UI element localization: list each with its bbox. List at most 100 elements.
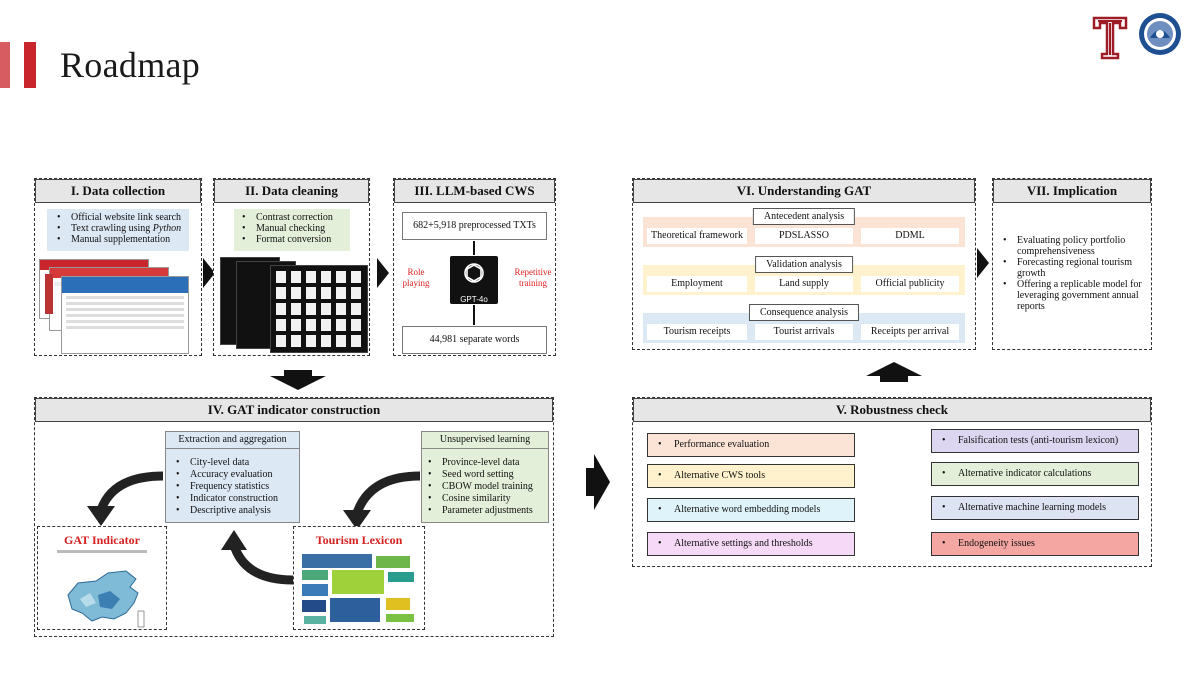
validation-label: Validation analysis <box>755 256 853 273</box>
panel-title-data-collection: I. Data collection <box>35 179 201 203</box>
antecedent-item: Theoretical framework <box>647 228 747 244</box>
curved-arrows <box>87 471 421 585</box>
python-label: Python <box>152 223 182 234</box>
file-icon <box>321 335 331 347</box>
implication-item: Evaluating policy portfolio comprehensiv… <box>997 235 1149 257</box>
file-icon <box>291 271 301 283</box>
role-playing-label: Role playing <box>402 267 430 288</box>
up-arrow-icon <box>866 362 922 387</box>
word-cloud-image <box>302 554 414 624</box>
robustness-label: Alternative settings and thresholds <box>674 538 813 549</box>
data-cleaning-steps: Contrast correction Manual checking Form… <box>234 209 350 251</box>
down-arrow-2 <box>473 305 475 325</box>
robustness-item-left: •Performance evaluation <box>647 433 855 457</box>
file-icon <box>291 287 301 299</box>
separate-words-box: 44,981 separate words <box>402 326 547 354</box>
curved-arrow-to-indicator-head <box>87 506 115 526</box>
file-icon <box>291 335 301 347</box>
robustness-item-right: •Alternative machine learning models <box>931 496 1139 520</box>
antecedent-item: DDML <box>861 228 959 244</box>
file-icon <box>306 287 316 299</box>
step-link-search: Official website link search <box>51 212 185 223</box>
robustness-item-right: •Alternative indicator calculations <box>931 462 1139 486</box>
panel-title-gat-construction: IV. GAT indicator construction <box>35 398 553 422</box>
file-icon <box>306 271 316 283</box>
tourism-lexicon-panel: Tourism Lexicon <box>293 526 425 630</box>
file-icon <box>336 319 346 331</box>
panel-robustness: V. Robustness check •Performance evaluat… <box>632 397 1152 567</box>
panel-llm-cws: III. LLM-based CWS 682+5,918 preprocesse… <box>393 178 556 356</box>
title-accent-bar-left <box>0 42 10 88</box>
tourism-lexicon-title: Tourism Lexicon <box>315 533 403 547</box>
curved-arrow-to-extraction <box>230 546 294 585</box>
robustness-item-right: •Falsification tests (anti-tourism lexic… <box>931 429 1139 453</box>
robustness-label: Falsification tests (anti-tourism lexico… <box>958 435 1119 446</box>
file-icon <box>336 271 346 283</box>
unsupervised-title: Unsupervised learning <box>422 432 548 449</box>
extraction-item: Accuracy evaluation <box>170 469 299 481</box>
file-icon <box>351 303 361 315</box>
panel-understanding-gat: VI. Understanding GAT Antecedent analysi… <box>632 178 976 350</box>
implication-item: Offering a replicable model for leveragi… <box>997 279 1149 312</box>
curved-arrow-to-lexicon-head <box>343 510 371 530</box>
robustness-item-left: •Alternative CWS tools <box>647 464 855 488</box>
panel-data-cleaning: II. Data cleaning Contrast correction Ma… <box>213 178 370 356</box>
data-collection-steps: Official website link search Text crawli… <box>47 209 189 251</box>
openai-gpt4o-icon: GPT-4o <box>450 256 498 304</box>
file-icon <box>351 271 361 283</box>
down-arrow-1 <box>473 241 475 255</box>
file-icon <box>276 287 286 299</box>
extraction-title: Extraction and aggregation <box>166 432 299 449</box>
robustness-item-right: •Endogeneity issues <box>931 532 1139 556</box>
unsupervised-learning-box: Unsupervised learning Province-level dat… <box>421 431 549 523</box>
file-icon <box>276 335 286 347</box>
validation-band: Validation analysis Employment Land supp… <box>643 256 965 295</box>
curved-arrow-to-lexicon <box>352 471 421 515</box>
temple-t-logo <box>1090 14 1130 60</box>
step-text-crawling-label: Text crawling using <box>71 223 153 234</box>
model-label: GPT-4o <box>460 295 488 304</box>
panel-gat-construction: IV. GAT indicator construction Extractio… <box>34 397 554 637</box>
file-icon <box>276 303 286 315</box>
file-icon <box>351 335 361 347</box>
file-icon <box>306 303 316 315</box>
panel-data-collection: I. Data collection Official website link… <box>34 178 202 356</box>
panel-title-understanding: VI. Understanding GAT <box>633 179 975 203</box>
step-manual-supplement: Manual supplementation <box>51 234 185 245</box>
antecedent-item: PDSLASSO <box>755 228 853 244</box>
file-icon <box>321 287 331 299</box>
red-tower-image <box>45 274 53 314</box>
consequence-item: Tourism receipts <box>647 324 747 340</box>
file-icon <box>276 271 286 283</box>
consequence-label: Consequence analysis <box>748 304 860 321</box>
right-arrow-icon <box>586 454 610 515</box>
validation-item: Land supply <box>755 276 853 292</box>
consequence-band: Consequence analysis Tourism receipts To… <box>643 304 965 343</box>
step-format-conversion: Format conversion <box>236 234 348 245</box>
file-icon <box>336 287 346 299</box>
consequence-item: Tourist arrivals <box>755 324 853 340</box>
implication-item: Forecasting regional tourism growth <box>997 257 1149 279</box>
arrow-right-icon <box>377 258 389 288</box>
extraction-aggregation-box: Extraction and aggregation City-level da… <box>165 431 300 523</box>
extraction-item: City-level data <box>170 457 299 469</box>
robustness-label: Alternative CWS tools <box>674 470 766 481</box>
consequence-item: Receipts per arrival <box>861 324 959 340</box>
step-manual-checking: Manual checking <box>236 223 348 234</box>
file-icon <box>321 303 331 315</box>
input-txts-box: 682+5,918 preprocessed TXTs <box>402 212 547 240</box>
file-icon-grid <box>270 265 368 353</box>
arrow-right-icon <box>977 248 989 278</box>
panel-implication: VII. Implication Evaluating policy portf… <box>992 178 1152 350</box>
panel-title-implication: VII. Implication <box>993 179 1151 203</box>
panel-title-robustness: V. Robustness check <box>633 398 1151 422</box>
website-screenshot-3 <box>61 276 189 354</box>
university-seal-logo <box>1138 12 1182 56</box>
panel-title-llm-cws: III. LLM-based CWS <box>394 179 555 203</box>
unsupervised-item: Province-level data <box>422 457 548 469</box>
unsupervised-item: CBOW model training <box>422 481 548 493</box>
step-contrast-correction: Contrast correction <box>236 212 348 223</box>
map-caption <box>57 550 147 553</box>
unsupervised-item: Cosine similarity <box>422 493 548 505</box>
unsupervised-item: Seed word setting <box>422 469 548 481</box>
